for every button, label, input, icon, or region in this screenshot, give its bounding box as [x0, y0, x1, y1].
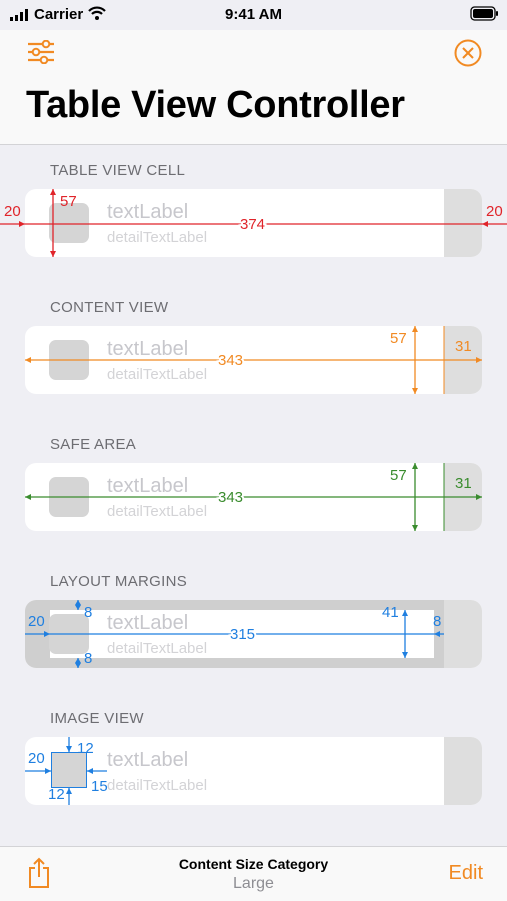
accessory-area: [444, 326, 482, 394]
clock: 9:41 AM: [225, 6, 282, 23]
cell-image: [49, 340, 89, 380]
table-row[interactable]: textLabel detailTextLabel: [25, 463, 482, 531]
text-label: textLabel: [107, 612, 189, 634]
section-header-content-view: CONTENT VIEW: [50, 299, 169, 316]
navigation-bar: Table View Controller: [0, 30, 507, 145]
share-icon[interactable]: [27, 857, 51, 889]
detail-text-label: detailTextLabel: [107, 777, 208, 794]
cell-image: [49, 477, 89, 517]
section-header-table-view-cell: TABLE VIEW CELL: [50, 162, 186, 179]
cell-image: [49, 203, 89, 243]
table-row[interactable]: textLabel detailTextLabel: [25, 326, 482, 394]
table-row[interactable]: textLabel detailTextLabel: [25, 600, 482, 668]
text-label: textLabel: [107, 201, 189, 223]
wifi-icon: [88, 6, 106, 20]
text-label: textLabel: [107, 338, 189, 360]
content-size-category-value[interactable]: Large: [233, 875, 274, 892]
detail-text-label: detailTextLabel: [107, 366, 208, 383]
signal-icon: [10, 9, 28, 21]
accessory-area: [444, 737, 482, 805]
close-circle-icon[interactable]: [454, 39, 482, 67]
carrier-label: Carrier: [34, 6, 84, 23]
content-size-category-title[interactable]: Content Size Category: [178, 856, 329, 872]
bottom-toolbar: Content Size Category Large Edit: [0, 846, 507, 901]
sliders-icon[interactable]: [27, 40, 55, 64]
cell-image: [49, 614, 89, 654]
accessory-area: [444, 189, 482, 257]
image-view-frame: [51, 752, 87, 788]
table-row[interactable]: textLabel detailTextLabel: [25, 189, 482, 257]
text-label: textLabel: [107, 475, 189, 497]
edit-button[interactable]: Edit: [448, 862, 483, 884]
detail-text-label: detailTextLabel: [107, 640, 208, 657]
section-header-image-view: IMAGE VIEW: [50, 710, 144, 727]
measure-right-margin: 20: [486, 203, 503, 220]
accessory-area: [444, 600, 482, 668]
battery-icon: [470, 6, 498, 21]
page-title: Table View Controller: [26, 84, 405, 126]
text-label: textLabel: [107, 749, 189, 771]
detail-text-label: detailTextLabel: [107, 229, 208, 246]
accessory-area: [444, 463, 482, 531]
section-header-safe-area: SAFE AREA: [50, 436, 137, 453]
table-row[interactable]: textLabel detailTextLabel: [25, 737, 482, 805]
detail-text-label: detailTextLabel: [107, 503, 208, 520]
measure-left-margin: 20: [4, 203, 21, 220]
status-bar: Carrier 9:41 AM: [0, 0, 507, 30]
section-header-layout-margins: LAYOUT MARGINS: [50, 573, 188, 590]
